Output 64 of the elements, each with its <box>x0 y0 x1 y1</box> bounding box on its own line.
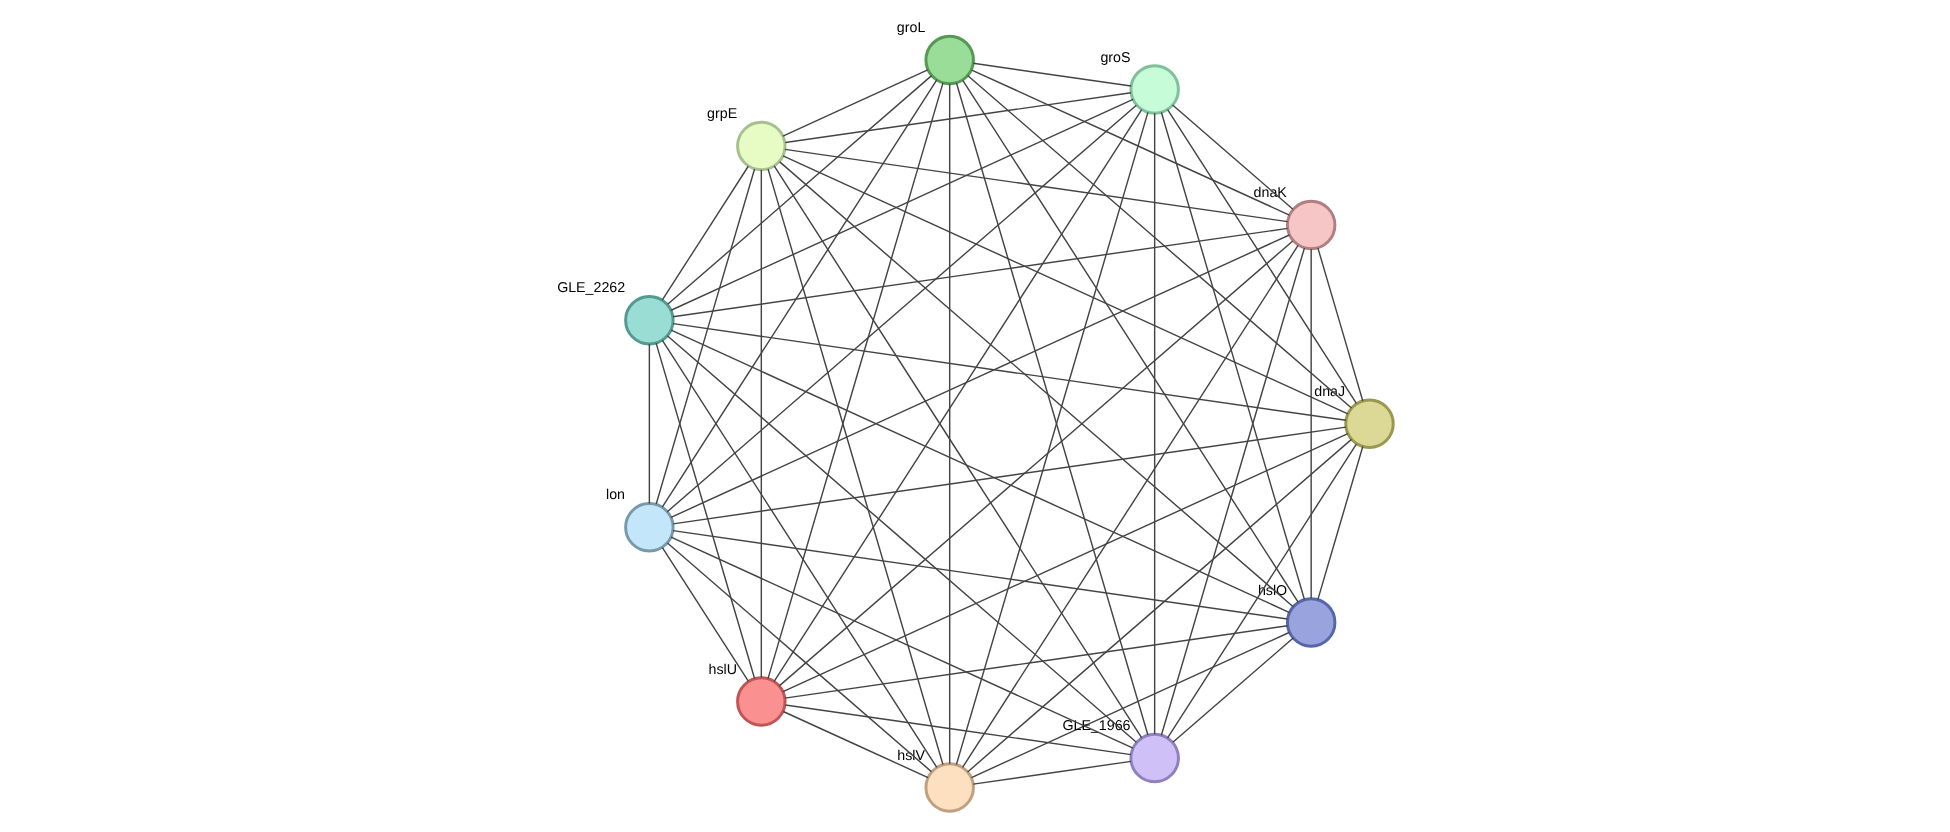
node-circle <box>1129 64 1180 115</box>
node-circle <box>1344 398 1395 449</box>
connector <box>670 329 1291 614</box>
connector <box>655 342 756 679</box>
connector <box>784 704 1132 756</box>
connector <box>760 169 763 679</box>
connector <box>971 69 1291 216</box>
connector <box>970 631 1290 779</box>
connector <box>1317 247 1364 402</box>
node-circle <box>624 502 675 553</box>
connector <box>670 234 1291 519</box>
connector <box>1317 445 1364 601</box>
connector <box>1166 108 1358 404</box>
connector <box>782 155 1349 415</box>
connector <box>666 104 1138 513</box>
connector <box>966 438 1353 773</box>
connector <box>784 148 1289 223</box>
connector <box>1310 248 1312 600</box>
connector <box>1153 112 1156 735</box>
connector <box>661 546 750 683</box>
connector <box>1160 247 1306 736</box>
node-circle <box>924 34 975 86</box>
connector <box>672 227 1289 318</box>
connector <box>667 74 933 305</box>
connector <box>767 82 944 680</box>
connector <box>962 79 1299 604</box>
connector <box>661 165 749 301</box>
connector <box>767 168 944 766</box>
connector <box>661 79 938 508</box>
connector <box>666 542 933 773</box>
connector <box>672 426 1347 525</box>
connector <box>784 92 1132 144</box>
connector <box>778 240 1294 687</box>
connector <box>949 83 951 765</box>
connector <box>670 536 1134 749</box>
node-circle <box>624 294 675 346</box>
connector <box>1160 111 1306 601</box>
connector <box>1171 104 1294 210</box>
connector <box>672 529 1289 620</box>
connector <box>782 69 929 137</box>
connector <box>666 335 1138 743</box>
connector <box>972 760 1132 785</box>
node-circle <box>736 676 787 727</box>
node-circle <box>1285 597 1337 648</box>
connector <box>655 168 756 505</box>
connector <box>648 343 651 505</box>
connector <box>779 161 1294 608</box>
node-circle <box>924 762 975 813</box>
node-circle <box>736 120 787 172</box>
connector <box>670 98 1134 311</box>
connector <box>966 74 1353 409</box>
connector <box>782 432 1349 693</box>
connector <box>1166 443 1358 739</box>
connector <box>1172 637 1294 743</box>
connector <box>782 710 929 779</box>
connector <box>784 625 1289 699</box>
connector <box>672 322 1347 422</box>
node-circle <box>1129 732 1180 784</box>
connector <box>972 62 1132 87</box>
connector <box>661 339 938 769</box>
connector <box>961 244 1299 769</box>
connector <box>773 165 1143 739</box>
node-circle <box>1285 199 1337 251</box>
connector <box>773 108 1143 683</box>
